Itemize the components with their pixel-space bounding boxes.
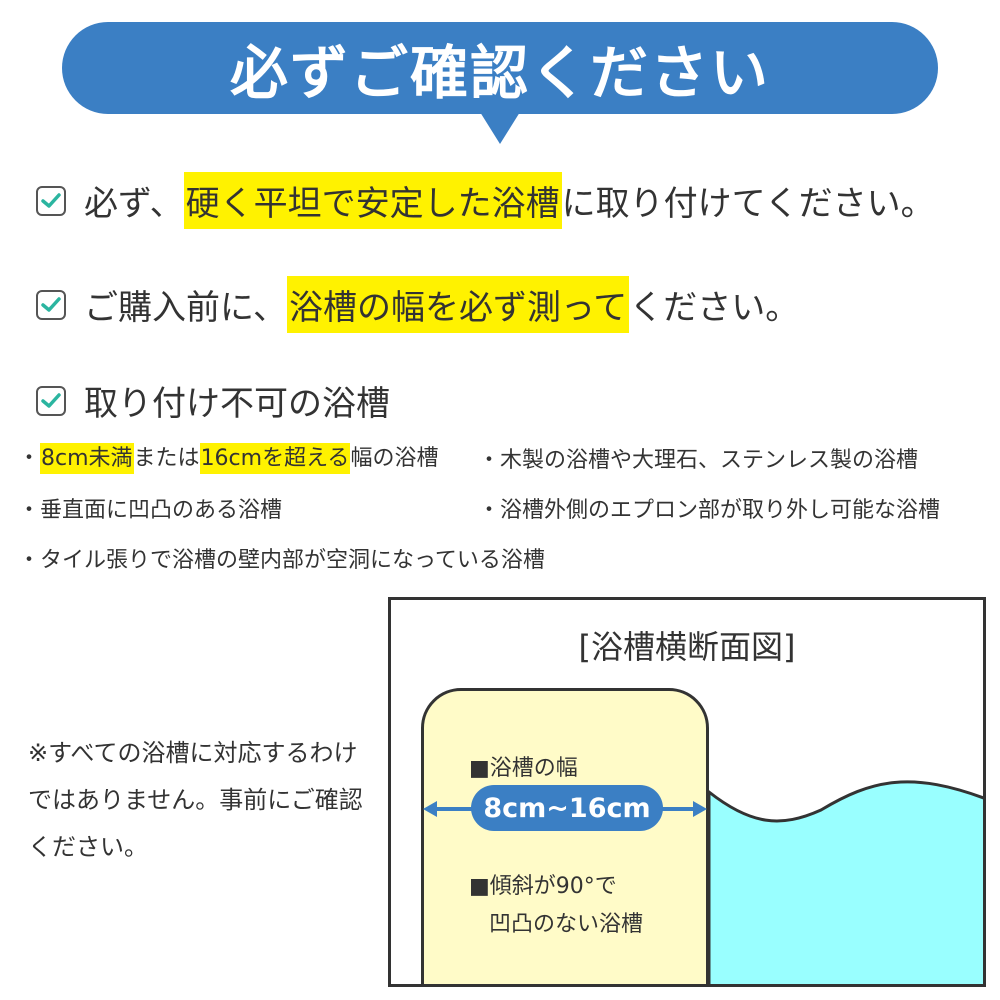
width-value: 8cm~16cm [483, 792, 651, 824]
bullet-mid-text: または [133, 446, 200, 471]
bullet-mark: ・ [18, 446, 41, 471]
check-text-after: に取り付けてください。 [561, 184, 935, 224]
slope-label-line2: 凹凸のない浴槽 [489, 912, 644, 937]
tub-cross-section-diagram: [浴槽横断面図] ■浴槽の幅 8cm~16cm ■傾斜が90°で 凹凸のない浴槽 [388, 597, 986, 987]
check-text-highlight: 浴槽の幅を必ず測って [286, 276, 630, 333]
bullet-uneven-surface: ・垂直面に凹凸のある浴槽 [18, 498, 283, 523]
diagram-title: [浴槽横断面図] [578, 628, 796, 666]
bullet-tiled-hollow: ・タイル張りで浴槽の壁内部が空洞になっている浴槽 [18, 548, 545, 573]
banner-pointer [480, 112, 520, 144]
check-icon [36, 185, 66, 216]
header-banner: 必ずご確認ください [62, 22, 938, 114]
water-wave [707, 780, 983, 984]
banner-title: 必ずご確認ください [229, 39, 770, 107]
slope-label: ■傾斜が90°で [469, 874, 617, 899]
bullet-suffix: 幅の浴槽 [350, 446, 439, 471]
check-row-flat-tub: 必ず、硬く平坦で安定した浴槽に取り付けてください。 [36, 172, 935, 229]
compatibility-note: ※すべての浴槽に対応するわけではありません。事前にご確認ください。 [28, 739, 363, 861]
check-icon [36, 289, 66, 320]
check-row-not-compatible: 取り付け不可の浴槽 [36, 376, 390, 425]
tub-wall [421, 688, 709, 984]
bullet-material: ・木製の浴槽や大理石、ステンレス製の浴槽 [478, 448, 919, 473]
bullet-removable-apron: ・浴槽外側のエプロン部が取り外し可能な浴槽 [478, 498, 941, 523]
check-text-before: ご購入前に、 [84, 288, 287, 328]
check-row-measure: ご購入前に、浴槽の幅を必ず測ってください。 [36, 276, 799, 333]
check-text: 取り付け不可の浴槽 [84, 384, 390, 424]
width-value-badge: 8cm~16cm [471, 785, 663, 831]
bullet-highlight-min: 8cm未満 [40, 443, 134, 474]
check-text-after: ください。 [629, 288, 800, 328]
bullet-width-range: ・8cm未満または16cmを超える幅の浴槽 [18, 440, 439, 474]
bullet-highlight-max: 16cmを超える [199, 443, 351, 474]
check-text-highlight: 硬く平坦で安定した浴槽 [183, 172, 562, 229]
width-label: ■浴槽の幅 [469, 756, 578, 781]
check-text-before: 必ず、 [84, 184, 184, 224]
check-icon [36, 385, 66, 416]
